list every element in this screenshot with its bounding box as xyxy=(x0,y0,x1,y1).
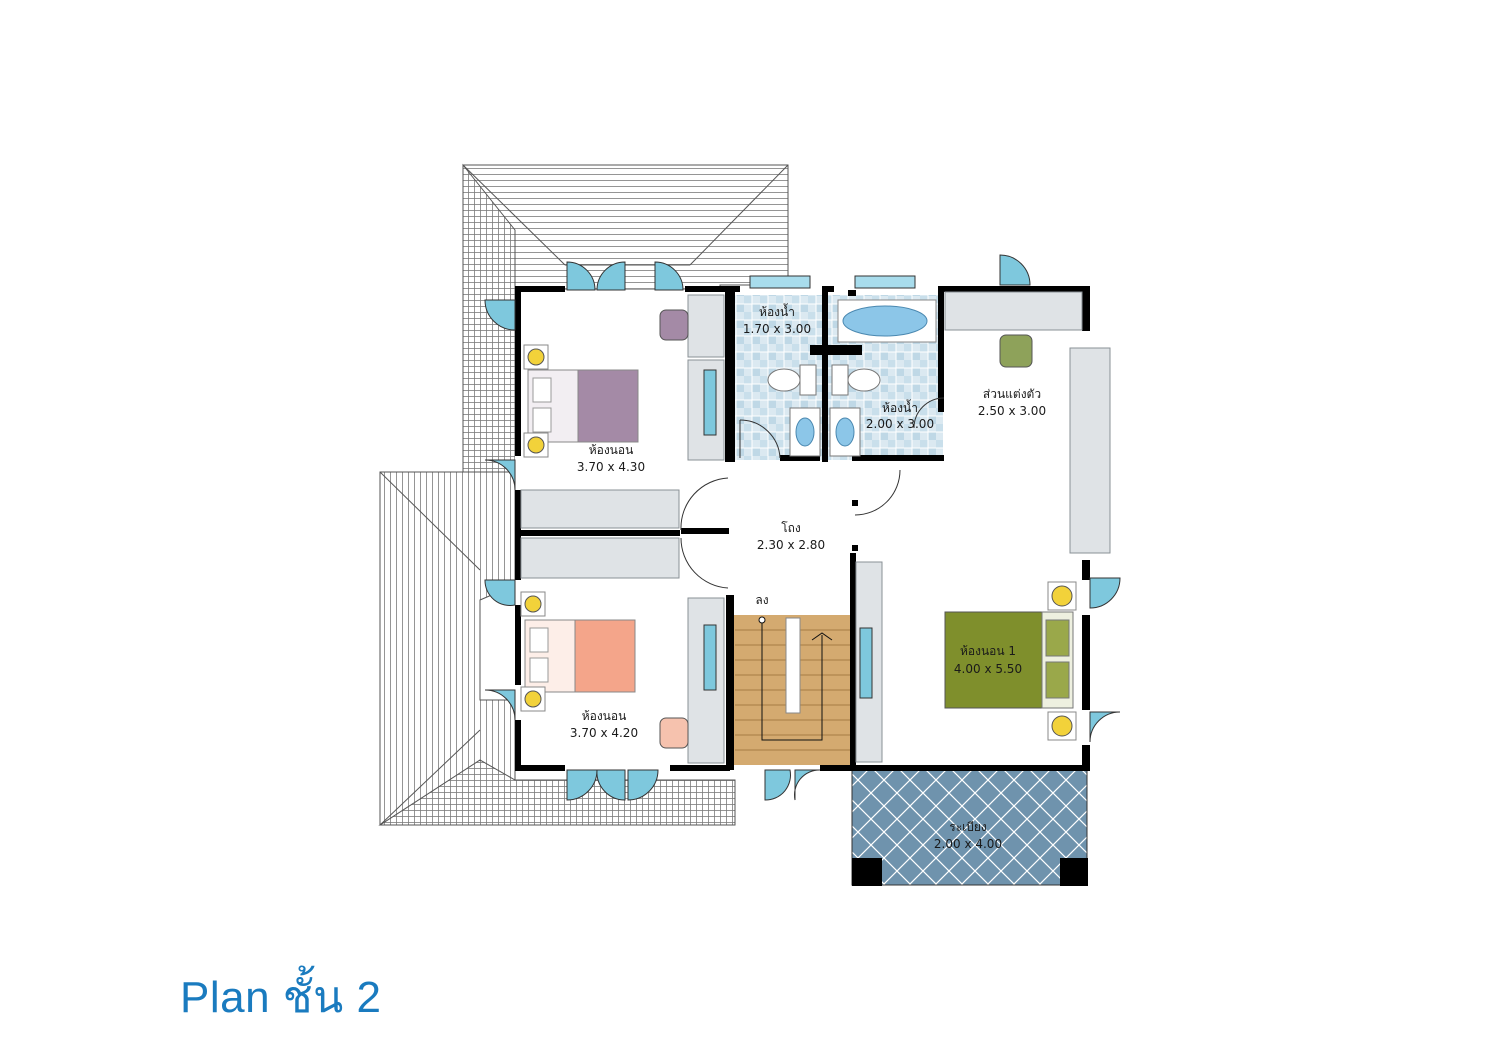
tv-icon xyxy=(703,369,717,436)
bathtub-icon xyxy=(837,299,937,343)
master-bedroom-name: ห้องนอน 1 xyxy=(960,644,1016,658)
door-swing-icon xyxy=(484,459,516,491)
door-swing-icon xyxy=(484,579,516,606)
door-swing-icon xyxy=(680,537,729,589)
door-swing-icon xyxy=(596,261,626,291)
toilet-icon xyxy=(831,364,881,396)
balcony-name: ระเบียง xyxy=(949,820,987,834)
lamp-icon xyxy=(520,686,546,712)
chair-icon xyxy=(659,309,689,341)
window xyxy=(854,275,916,289)
bedroom-left-bottom-name: ห้องนอน xyxy=(582,709,627,723)
lamp-icon xyxy=(1047,581,1077,611)
lamp-icon xyxy=(523,344,549,370)
bathroom-1-name: ห้องน้ำ xyxy=(759,303,795,319)
door-swing-icon xyxy=(854,469,901,516)
toilet-icon xyxy=(767,364,817,396)
bathroom-2-size: 2.00 x 3.00 xyxy=(866,417,934,431)
master-bedroom-size: 4.00 x 5.50 xyxy=(954,662,1022,676)
lamp-icon xyxy=(523,432,549,458)
tv-icon xyxy=(703,624,717,691)
chair-icon xyxy=(659,717,689,749)
hall-name: โถง xyxy=(781,521,801,535)
door-swing-icon xyxy=(484,689,516,721)
bathroom-1-size: 1.70 x 3.00 xyxy=(743,322,811,336)
bed-icon xyxy=(524,619,636,693)
balcony-size: 2.00 x 4.00 xyxy=(934,837,1002,851)
stair-arrow-icon xyxy=(811,632,833,641)
door-swing-icon xyxy=(913,397,945,429)
chair-icon xyxy=(999,334,1033,368)
door-swing-icon xyxy=(764,769,791,801)
stair-label: ลง xyxy=(755,593,768,607)
dressing-name: ส่วนแต่งตัว xyxy=(983,387,1041,401)
hall-size: 2.30 x 2.80 xyxy=(757,538,825,552)
dressing-size: 2.50 x 3.00 xyxy=(978,404,1046,418)
balcony-floor xyxy=(851,769,1088,886)
window xyxy=(749,275,811,289)
lamp-icon xyxy=(1047,711,1077,741)
door-swing-icon xyxy=(484,299,516,331)
sink-icon xyxy=(789,407,821,457)
door-swing-icon xyxy=(596,769,626,801)
bedroom-left-top-name: ห้องนอน xyxy=(589,443,634,457)
lamp-icon xyxy=(520,591,546,617)
bedroom-left-top-size: 3.70 x 4.30 xyxy=(577,460,645,474)
door-swing-icon xyxy=(999,254,1031,286)
bedroom-left-bottom-size: 3.70 x 4.20 xyxy=(570,726,638,740)
sink-icon xyxy=(829,407,861,457)
door-swing-icon xyxy=(1089,577,1121,609)
walls xyxy=(515,286,1090,886)
tv-icon xyxy=(859,627,873,699)
page-title: Plan ชั้น 2 xyxy=(180,973,382,1022)
bed-icon xyxy=(527,369,639,443)
stairway xyxy=(735,616,850,751)
door-swing-icon xyxy=(680,477,729,531)
door-swing-icon xyxy=(654,261,684,291)
door-swing-icon xyxy=(794,769,821,801)
bathroom-2-name: ห้องน้ำ xyxy=(882,399,918,415)
bed-icon xyxy=(944,611,1074,709)
door-swing-icon xyxy=(566,261,596,291)
door-swing-icon xyxy=(739,419,781,459)
door-swing-icon xyxy=(627,769,659,801)
door-swing-icon xyxy=(1089,711,1121,743)
